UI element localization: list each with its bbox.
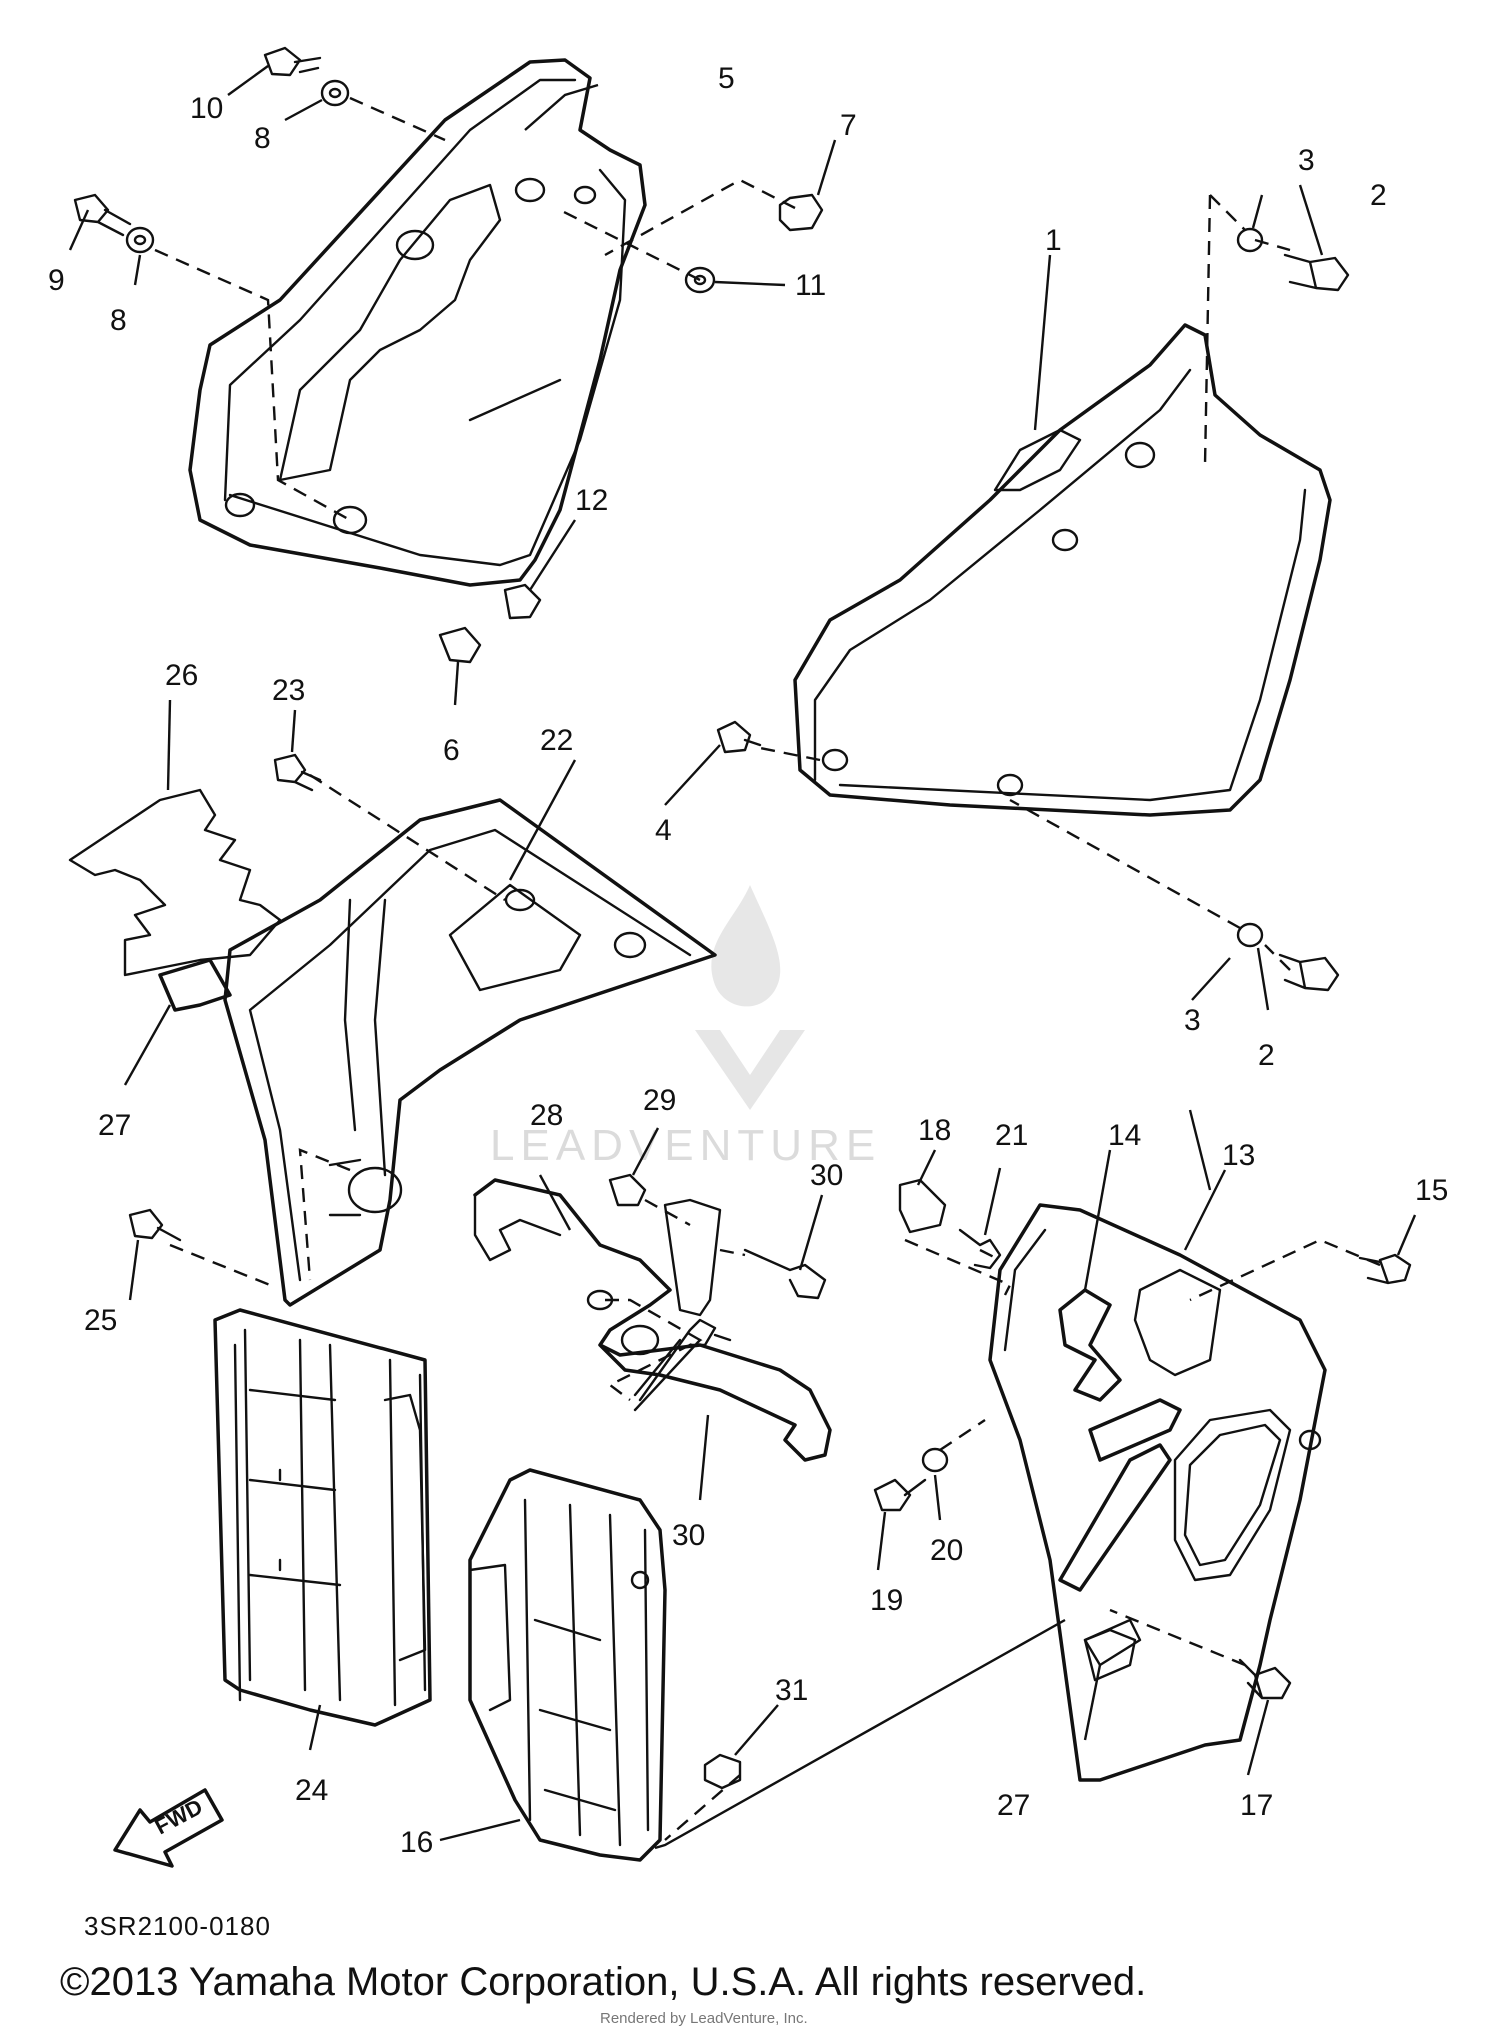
part-1-side-cover	[793, 323, 1332, 817]
callout-27: 27	[997, 1789, 1030, 1822]
part-28-bracket	[473, 1178, 832, 1462]
callout-2: 2	[1258, 1039, 1275, 1072]
callout-24: 24	[295, 1774, 328, 1807]
callout-6: 6	[443, 734, 460, 767]
callout-31: 31	[775, 1674, 808, 1707]
rendered-by-note: Rendered by LeadVenture, Inc.	[600, 2010, 808, 2027]
watermark: LEADVENTURE	[490, 885, 881, 1170]
callout-18: 18	[918, 1114, 951, 1147]
diagram-code: 3SR2100-0180	[84, 1911, 271, 1941]
callout-20: 20	[930, 1534, 963, 1567]
callout-9: 9	[48, 264, 65, 297]
callout-8: 8	[110, 304, 127, 337]
callout-7: 7	[840, 109, 857, 142]
callout-10: 10	[190, 92, 223, 125]
leader-lines	[68, 65, 1417, 1842]
part-5-side-cover	[188, 58, 647, 587]
callout-16: 16	[400, 1826, 433, 1859]
callout-21: 21	[995, 1119, 1028, 1152]
callout-5: 5	[718, 62, 735, 95]
callout-29: 29	[643, 1084, 676, 1117]
callout-27: 27	[98, 1109, 131, 1142]
fwd-arrow: FWD	[113, 1788, 224, 1868]
callout-3: 3	[1298, 144, 1315, 177]
assembly-lines	[154, 96, 1381, 1850]
callout-28: 28	[530, 1099, 563, 1132]
copyright-notice: ©2013 Yamaha Motor Corporation, U.S.A. A…	[60, 1960, 1147, 2004]
hardware	[73, 46, 1412, 1790]
part-16-radiator-guard	[468, 1468, 667, 1862]
callout-14: 14	[1108, 1119, 1141, 1152]
callout-15: 15	[1415, 1174, 1448, 1207]
part-24-radiator-guard	[213, 1308, 432, 1727]
callout-30: 30	[810, 1159, 843, 1192]
callout-17: 17	[1240, 1789, 1273, 1822]
part-26-decal	[68, 788, 282, 1012]
part-22-shroud	[223, 798, 717, 1307]
callout-13: 13	[1222, 1139, 1255, 1172]
callout-labels: 1 2 2 3 3 4 5 6 7 8 8 9 10 11 12 13 14 1…	[48, 62, 1448, 1859]
callout-8: 8	[254, 122, 271, 155]
part-13-shroud	[988, 1203, 1327, 1782]
callout-23: 23	[272, 674, 305, 707]
watermark-text: LEADVENTURE	[490, 1121, 881, 1170]
callout-2: 2	[1370, 179, 1387, 212]
callout-26: 26	[165, 659, 198, 692]
callout-30: 30	[672, 1519, 705, 1552]
callout-11: 11	[795, 269, 826, 302]
callout-25: 25	[84, 1304, 117, 1337]
callout-22: 22	[540, 724, 573, 757]
callout-4: 4	[655, 814, 672, 847]
callout-12: 12	[575, 484, 608, 517]
callout-3: 3	[1184, 1004, 1201, 1037]
callout-1: 1	[1045, 224, 1062, 257]
callout-19: 19	[870, 1584, 903, 1617]
